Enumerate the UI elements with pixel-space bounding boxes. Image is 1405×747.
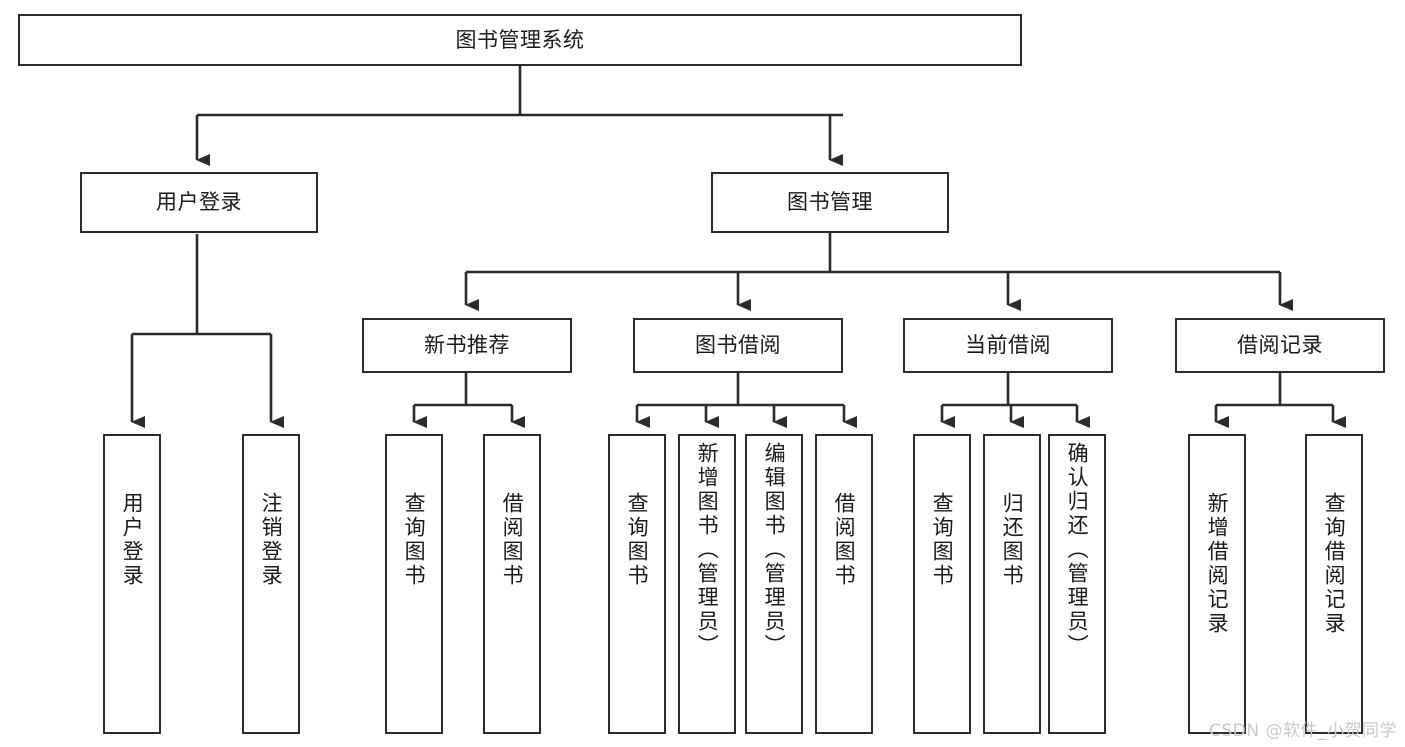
- node-leaf-user-logout[interactable]: 注销登录: [242, 434, 300, 734]
- csdn-watermark: CSDN @软件_小贺同学: [1209, 721, 1397, 741]
- node-leaf-confirm-return[interactable]: 确认归还（管理员）: [1048, 434, 1106, 734]
- node-root-label: 图书管理系统: [455, 27, 585, 52]
- node-leaf-query-book-2-label: 查询图书: [625, 492, 650, 588]
- node-root[interactable]: 图书管理系统: [18, 14, 1022, 66]
- node-leaf-edit-book-label: 编辑图书（管理员）: [762, 442, 787, 658]
- node-leaf-query-record-label: 查询借阅记录: [1322, 492, 1347, 636]
- node-current-borrow-label: 当前借阅: [965, 333, 1051, 358]
- node-leaf-borrow-book-1-label: 借阅图书: [500, 492, 525, 588]
- node-leaf-add-book-label: 新增图书（管理员）: [695, 442, 720, 658]
- node-leaf-user-logout-label: 注销登录: [259, 492, 284, 588]
- node-new-book-recommend-label: 新书推荐: [424, 333, 510, 358]
- node-leaf-query-book-1-label: 查询图书: [402, 492, 427, 588]
- node-leaf-return-book[interactable]: 归还图书: [983, 434, 1041, 734]
- node-new-book-recommend[interactable]: 新书推荐: [362, 318, 572, 373]
- node-book-manage-label: 图书管理: [787, 190, 873, 215]
- node-leaf-confirm-return-label: 确认归还（管理员）: [1065, 442, 1090, 658]
- node-user-login-label: 用户登录: [156, 190, 242, 215]
- node-user-login[interactable]: 用户登录: [80, 172, 318, 233]
- node-borrow-record-label: 借阅记录: [1237, 333, 1323, 358]
- node-leaf-query-book-1[interactable]: 查询图书: [385, 434, 443, 734]
- node-book-borrow-label: 图书借阅: [695, 333, 781, 358]
- node-leaf-add-book[interactable]: 新增图书（管理员）: [678, 434, 736, 734]
- node-leaf-query-book-3-label: 查询图书: [930, 492, 955, 588]
- node-leaf-edit-book[interactable]: 编辑图书（管理员）: [745, 434, 803, 734]
- node-book-manage[interactable]: 图书管理: [711, 172, 949, 233]
- node-leaf-query-record[interactable]: 查询借阅记录: [1305, 434, 1363, 734]
- node-book-borrow[interactable]: 图书借阅: [633, 318, 843, 373]
- node-leaf-query-book-2[interactable]: 查询图书: [608, 434, 666, 734]
- node-leaf-borrow-book-2[interactable]: 借阅图书: [815, 434, 873, 734]
- node-current-borrow[interactable]: 当前借阅: [903, 318, 1113, 373]
- node-leaf-user-login[interactable]: 用户登录: [103, 434, 161, 734]
- node-leaf-borrow-book-1[interactable]: 借阅图书: [483, 434, 541, 734]
- node-leaf-add-record-label: 新增借阅记录: [1205, 492, 1230, 636]
- node-leaf-return-book-label: 归还图书: [1000, 492, 1025, 588]
- node-leaf-borrow-book-2-label: 借阅图书: [832, 492, 857, 588]
- node-borrow-record[interactable]: 借阅记录: [1175, 318, 1385, 373]
- node-leaf-user-login-label: 用户登录: [120, 492, 145, 588]
- node-leaf-add-record[interactable]: 新增借阅记录: [1188, 434, 1246, 734]
- node-leaf-query-book-3[interactable]: 查询图书: [913, 434, 971, 734]
